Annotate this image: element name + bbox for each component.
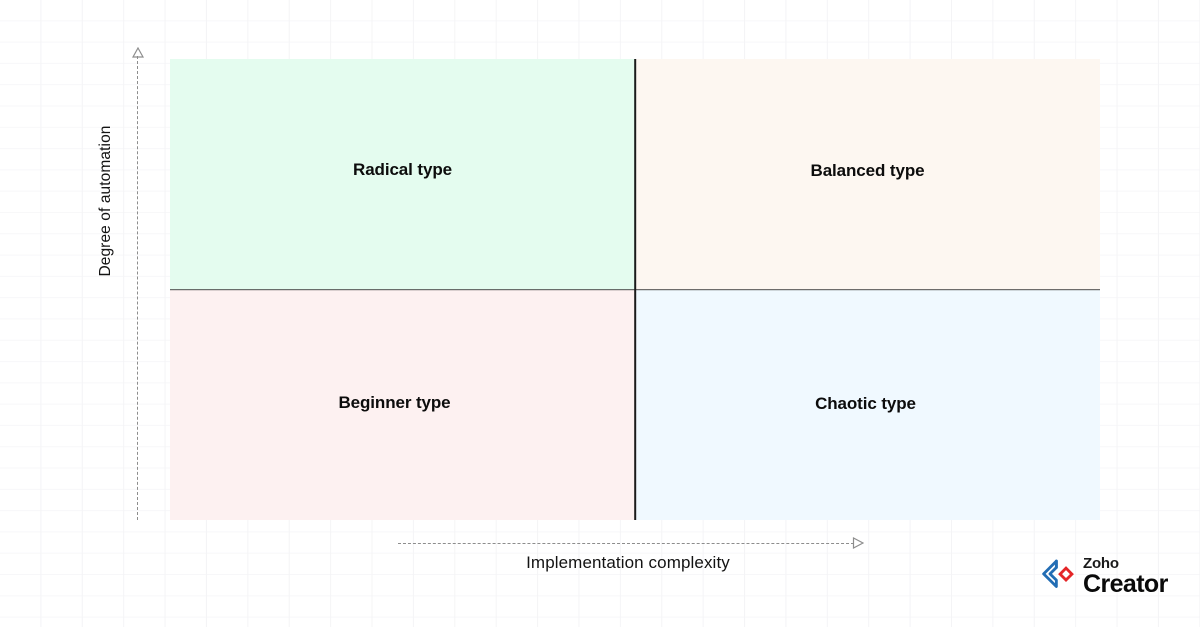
brand-name-top: Zoho bbox=[1083, 555, 1119, 572]
y-axis-title: Degree of automation bbox=[97, 125, 114, 277]
quadrant-bottom-right-label: Chaotic type bbox=[815, 393, 916, 413]
quadrant-bottom-left[interactable]: Beginner type bbox=[170, 289, 635, 520]
brand-wordmark: Zoho Creator bbox=[1083, 556, 1168, 597]
zoho-creator-logo[interactable]: Zoho Creator bbox=[1034, 556, 1168, 597]
quadrant-top-right[interactable]: Balanced type bbox=[635, 59, 1100, 290]
quadrant-bottom-right[interactable]: Chaotic type bbox=[635, 289, 1100, 520]
quadrant-bottom-left-label: Beginner type bbox=[338, 392, 451, 412]
brand-name-bottom: Creator bbox=[1083, 570, 1168, 598]
zoho-creator-mark-icon bbox=[1042, 559, 1074, 588]
x-axis-dashed-line bbox=[398, 543, 854, 544]
quadrant-top-left[interactable]: Radical type bbox=[170, 59, 635, 290]
quadrant-top-left-label: Radical type bbox=[353, 160, 452, 180]
quadrant-top-right-label: Balanced type bbox=[810, 161, 925, 181]
y-axis-arrow-icon bbox=[132, 47, 144, 58]
quadrant-matrix: Radical type Balanced type Beginner type… bbox=[170, 59, 1100, 520]
x-axis-arrow-icon bbox=[852, 537, 864, 549]
x-axis-title: Implementation complexity bbox=[526, 553, 730, 572]
y-axis-dashed-line bbox=[137, 56, 138, 520]
vertical-divider bbox=[634, 59, 636, 520]
